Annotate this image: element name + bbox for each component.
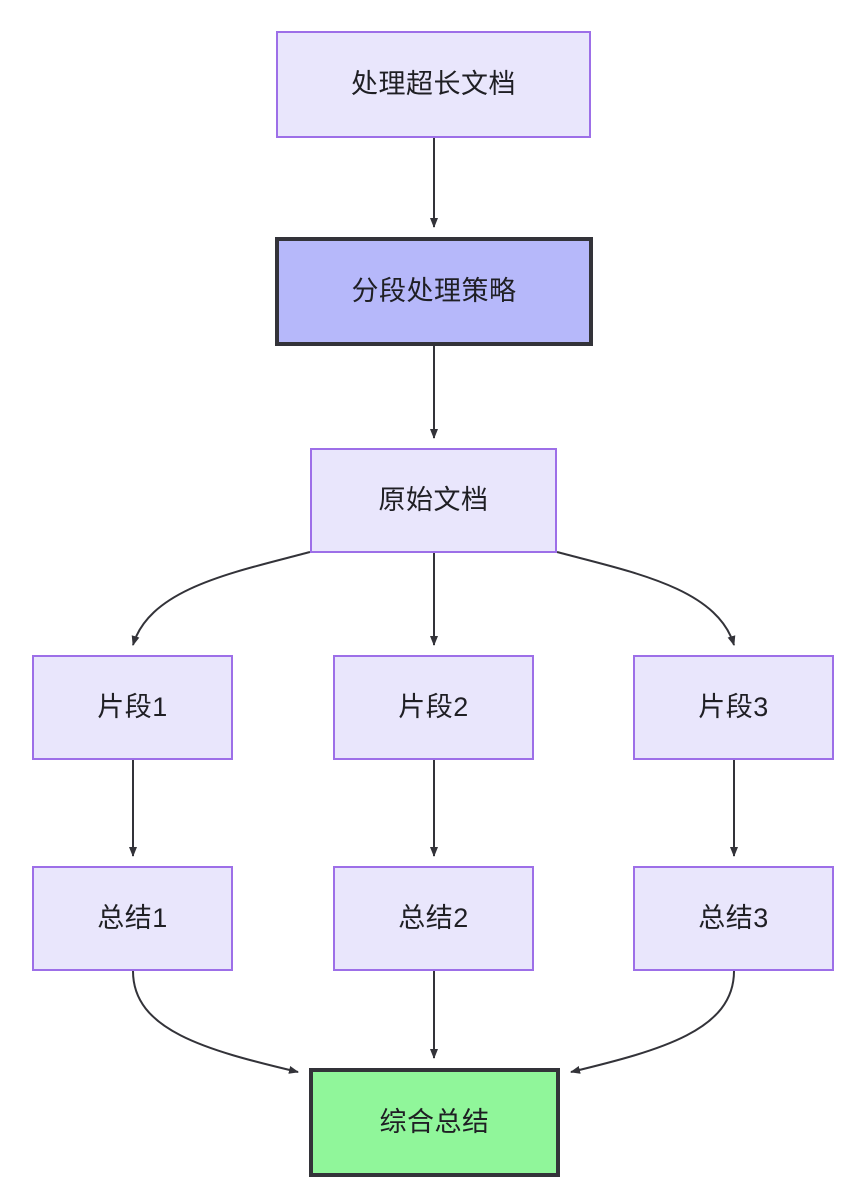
node-process-long-document[interactable]: 处理超长文档 [276,31,591,138]
node-label: 综合总结 [379,1107,490,1138]
node-label: 总结3 [698,903,769,934]
node-chunk-3[interactable]: 片段3 [633,655,834,760]
node-label: 片段3 [698,692,769,723]
edge-summary3-to-final [570,970,735,1074]
edge-source-doc-to-chunk1 [131,551,311,646]
node-chunk-1[interactable]: 片段1 [32,655,233,760]
node-chunking-strategy[interactable]: 分段处理策略 [275,237,593,346]
node-label: 原始文档 [378,485,489,516]
node-final-summary[interactable]: 综合总结 [309,1068,560,1177]
node-label: 总结2 [398,903,469,934]
node-label: 片段1 [97,692,168,723]
node-label: 片段2 [398,692,469,723]
node-label: 处理超长文档 [351,69,516,100]
node-summary-1[interactable]: 总结1 [32,866,233,971]
edge-summary1-to-final [132,970,299,1074]
node-summary-2[interactable]: 总结2 [333,866,534,971]
node-label: 分段处理策略 [351,276,517,307]
node-summary-3[interactable]: 总结3 [633,866,834,971]
node-label: 总结1 [97,903,168,934]
node-chunk-2[interactable]: 片段2 [333,655,534,760]
edge-source-doc-to-chunk3 [556,551,736,646]
node-source-document[interactable]: 原始文档 [310,448,557,553]
